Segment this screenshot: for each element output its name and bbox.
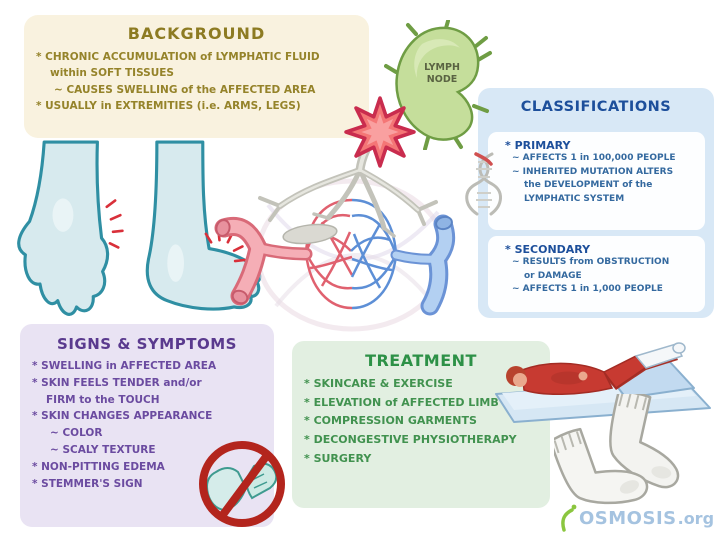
treatment-line: * COMPRESSION GARMENTS: [304, 414, 477, 428]
secondary-heading: * SECONDARY: [505, 243, 591, 256]
venous-capillaries: [350, 198, 398, 310]
compression-garments-illustration: [554, 394, 680, 505]
elevated-limb-illustration: [495, 342, 711, 423]
logo-text: OSMOSIS: [579, 507, 677, 529]
osmosis-leaf-mark-icon: [561, 504, 577, 532]
logo-suffix: .org: [677, 508, 715, 528]
signs-line: * NON-PITTING EDEMA: [32, 460, 165, 473]
capillary-bed-illustration: [214, 120, 456, 332]
lymph-node-label: LYMPH NODE: [424, 62, 460, 86]
treatment-line: * SURGERY: [304, 451, 372, 465]
signs-line: ~ COLOR: [50, 427, 103, 440]
background-line: * USUALLY in EXTREMITIES (i.e. ARMS, LEG…: [36, 99, 301, 112]
panel-treatment: TREATMENT * SKINCARE & EXERCISE * ELEVAT…: [292, 341, 550, 508]
background-title: BACKGROUND: [127, 24, 266, 43]
treatment-line: * ELEVATION of AFFECTED LIMB: [304, 395, 499, 409]
secondary-line: ~ RESULTS from OBSTRUCTION: [512, 257, 670, 267]
treatment-line: * SKINCARE & EXERCISE: [304, 377, 453, 390]
primary-line: LYMPHATIC SYSTEM: [524, 193, 625, 204]
panel-classifications: CLASSIFICATIONS * PRIMARY ~ AFFECTS 1 in…: [478, 88, 714, 318]
primary-heading: * PRIMARY: [505, 139, 571, 152]
osmosis-logo: OSMOSIS.org: [558, 504, 714, 532]
lymph-node-illustration: [384, 20, 492, 150]
treatment-title: TREATMENT: [365, 351, 477, 370]
signs-line: ~ SCALY TEXTURE: [50, 443, 156, 456]
background-line: * CHRONIC ACCUMULATION of LYMPHATIC FLUI…: [36, 51, 320, 63]
treatment-line: * DECONGESTIVE PHYSIOTHERAPY: [304, 433, 517, 447]
dna-helix-icon: [465, 152, 502, 216]
panel-background: BACKGROUND * CHRONIC ACCUMULATION of LYM…: [24, 15, 369, 138]
signs-line: * SKIN FEELS TENDER and/or: [32, 376, 202, 389]
primary-line: the DEVELOPMENT of the: [524, 180, 653, 190]
signs-line: * SKIN CHANGES APPEARANCE: [32, 410, 213, 423]
primary-line: ~ AFFECTS 1 in 100,000 PEOPLE: [512, 153, 676, 163]
signs-line: FIRM to the TOUCH: [46, 393, 160, 406]
secondary-line: or DAMAGE: [524, 270, 582, 281]
background-line: ~ CAUSES SWELLING of the AFFECTED AREA: [54, 83, 316, 96]
primary-card: * PRIMARY ~ AFFECTS 1 in 100,000 PEOPLE …: [488, 132, 705, 230]
no-pitting-prohibition-icon: [199, 441, 285, 527]
vein: [390, 214, 456, 316]
classifications-title: CLASSIFICATIONS: [520, 99, 672, 115]
signs-line: * STEMMER'S SIGN: [32, 477, 143, 490]
background-line: within SOFT TISSUES: [50, 67, 174, 80]
secondary-card: * SECONDARY ~ RESULTS from OBSTRUCTION o…: [488, 236, 705, 312]
signs-line: * SWELLING in AFFECTED AREA: [32, 360, 217, 372]
secondary-line: ~ AFFECTS 1 in 1,000 PEOPLE: [512, 284, 663, 294]
alert-starburst-icon: [344, 96, 416, 168]
primary-line: ~ INHERITED MUTATION ALTERS: [512, 166, 674, 177]
signs-title: SIGNS & SYMPTOMS: [57, 335, 237, 353]
swollen-limbs-illustration: [17, 140, 262, 316]
